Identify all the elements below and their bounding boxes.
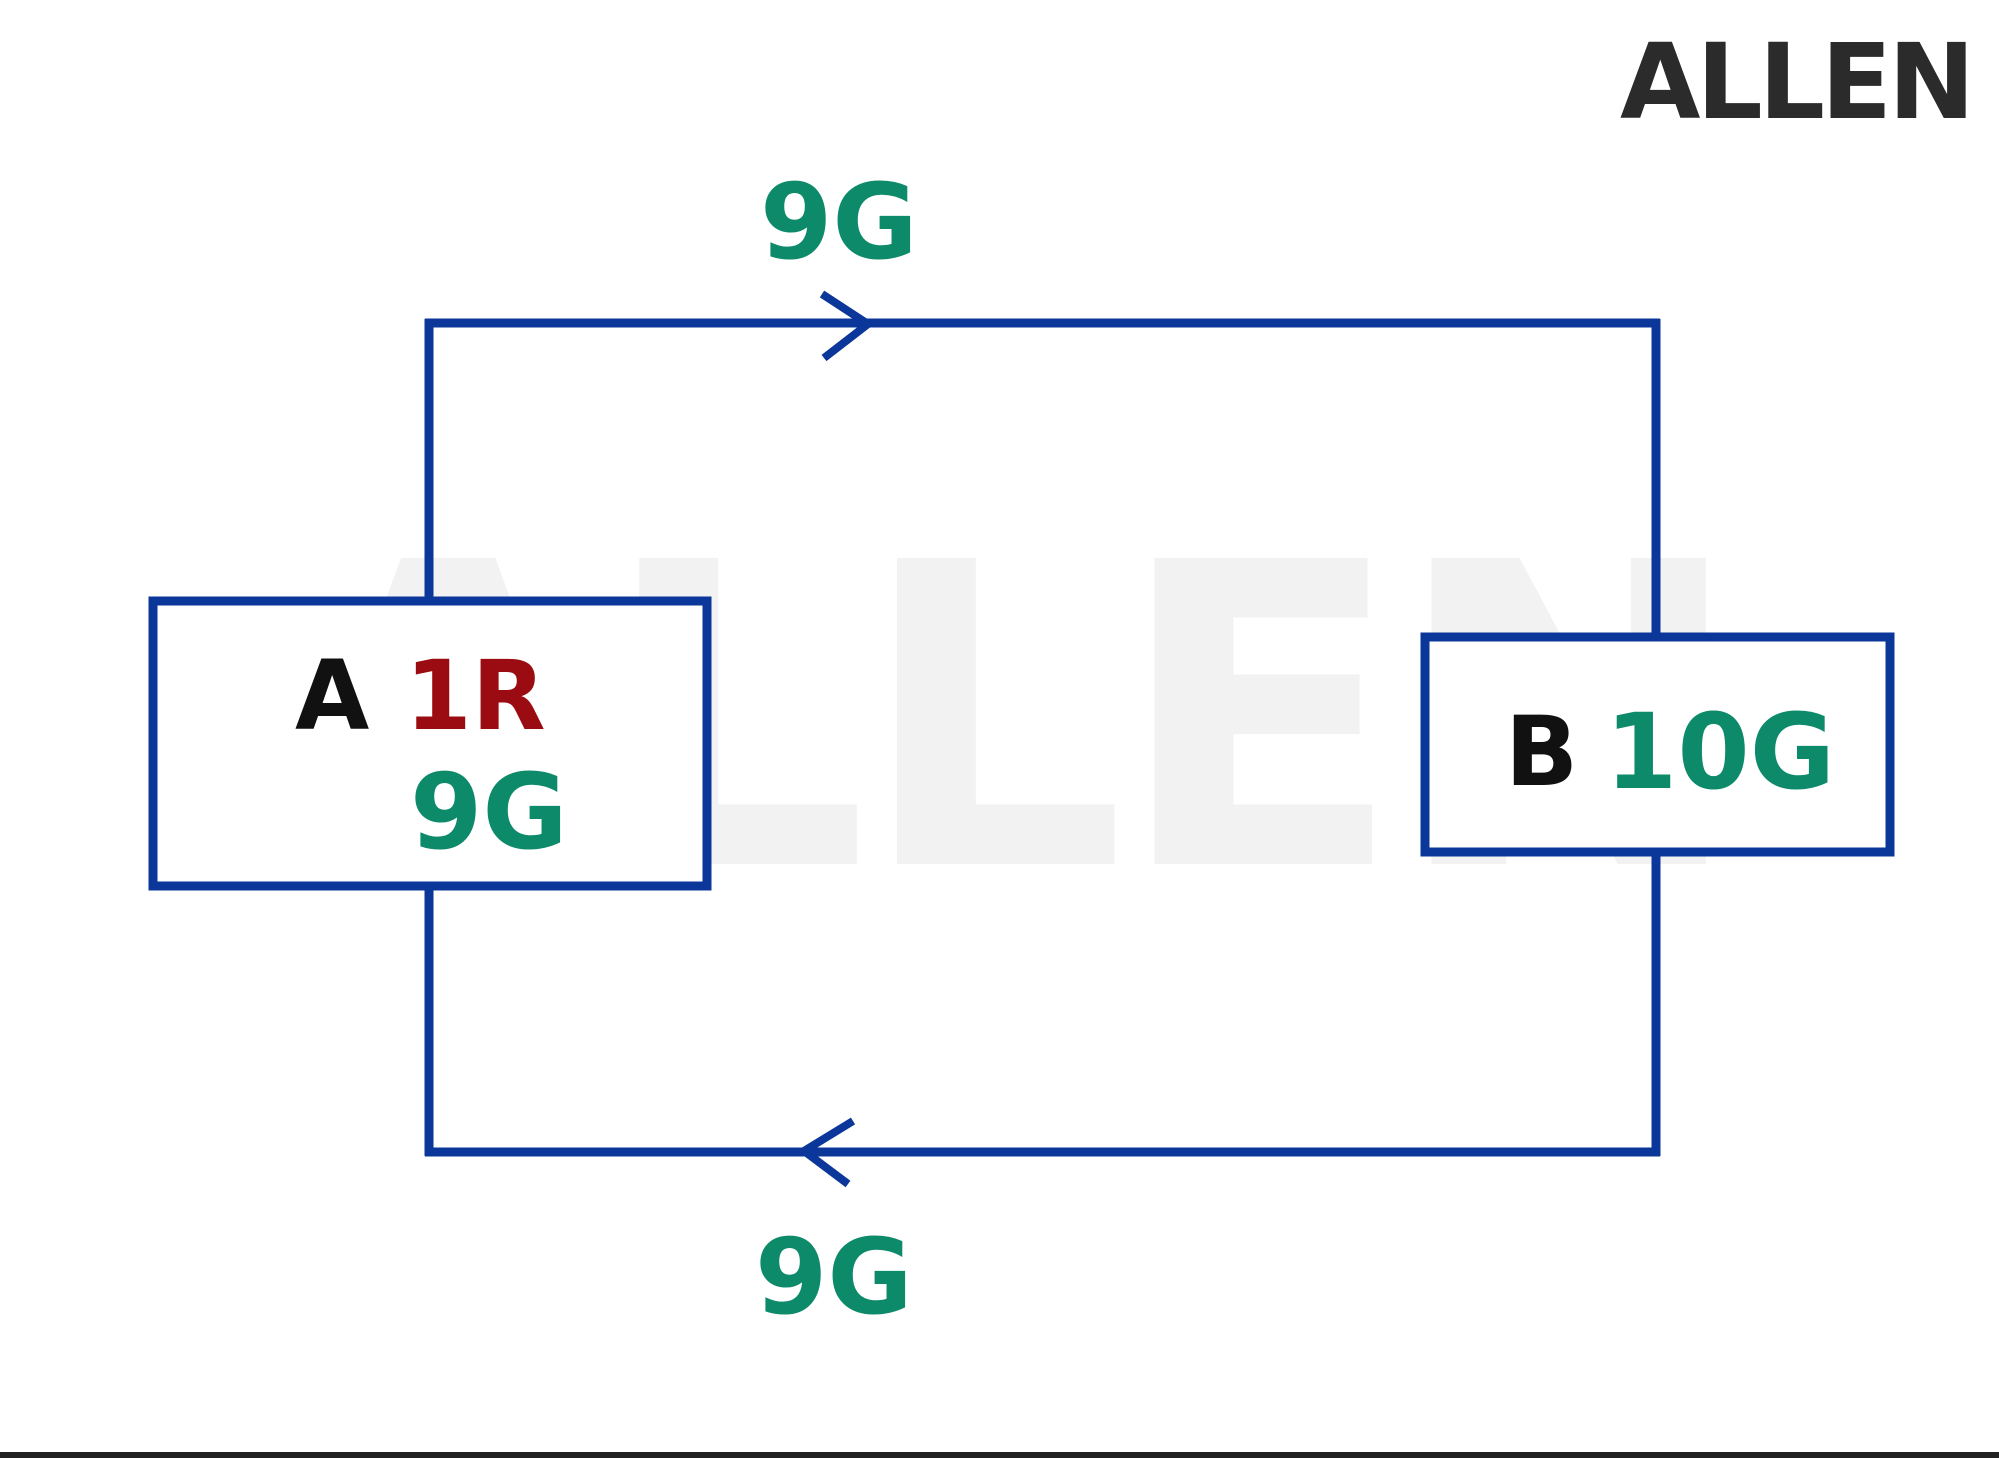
box-b [1420, 632, 1895, 857]
box-a-green-quantity: 9G [410, 751, 568, 873]
box-a-red-quantity: 1R [405, 640, 546, 752]
top-flow-label: 9G [760, 161, 918, 283]
bottom-flow-label: 9G [755, 1216, 913, 1338]
box-b-green-quantity: 10G [1605, 691, 1836, 813]
box-a [148, 596, 712, 891]
arrow-right-icon [819, 290, 875, 362]
allen-logo: ALLEN [1620, 21, 1975, 143]
box-b-name: B [1505, 696, 1579, 808]
bottom-divider [0, 1452, 1999, 1458]
arrow-left-icon [796, 1117, 856, 1188]
box-a-name: A [295, 640, 370, 752]
